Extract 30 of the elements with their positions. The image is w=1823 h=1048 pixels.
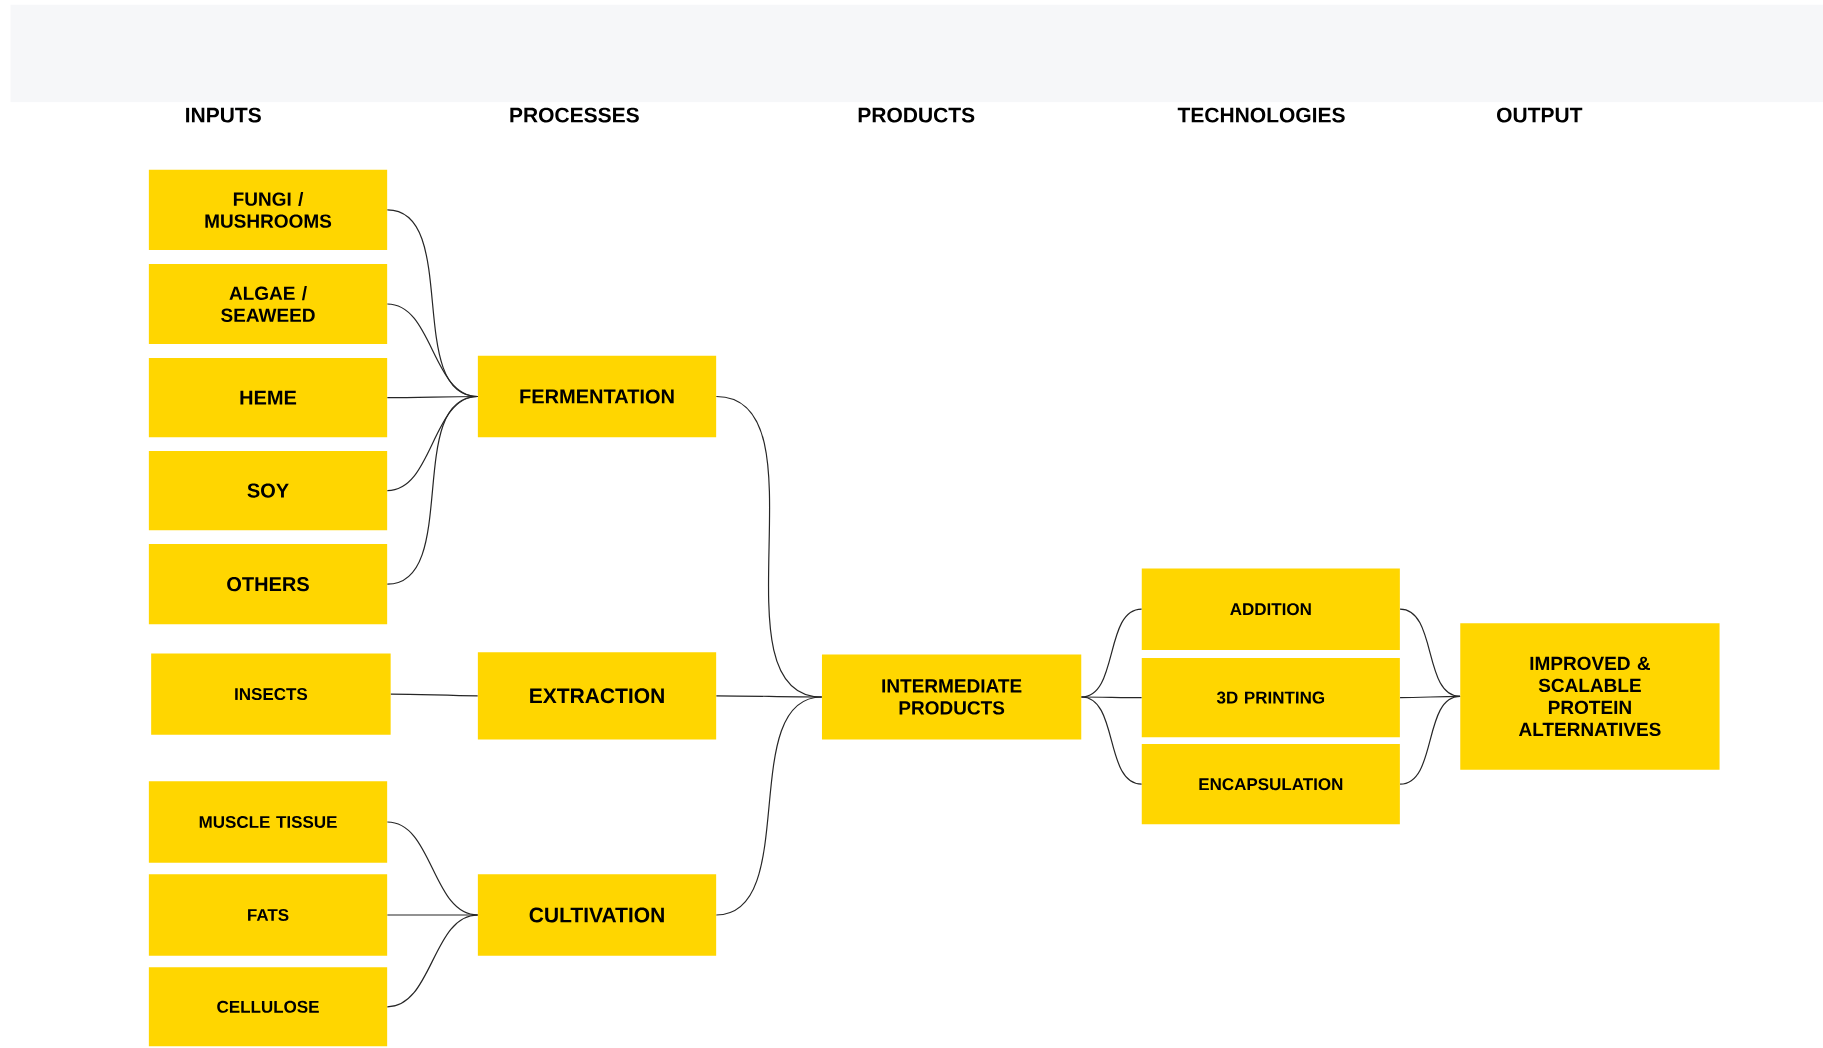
column-heading: OUTPUT [1497,107,1583,123]
connector [1080,696,1143,785]
process-box: OTHERS [148,544,388,625]
process-box: EXTRACTION [477,652,717,740]
process-box: IMPROVED & SCALABLE PROTEIN ALTERNATIVES [1460,623,1720,770]
column-heading: INPUTS [186,107,261,123]
connector [715,695,823,698]
process-box: FERMENTATION [477,355,717,438]
process-box: INTERMEDIATE PRODUCTS [821,654,1082,740]
process-box: MUSCLE TISSUE [148,781,388,863]
connector [715,696,823,916]
column-heading: PROCESSES [510,107,639,123]
column-heading: PRODUCTS [858,107,975,123]
connector [1399,608,1461,697]
connector [390,693,479,697]
connector [386,914,479,1008]
process-box: CULTIVATION [477,874,717,956]
process-box: ALGAE / SEAWEED [148,263,388,345]
process-box: ADDITION [1141,568,1400,650]
connector [1399,695,1461,785]
process-box: FATS [148,874,388,956]
process-box: CELLULOSE [148,967,388,1047]
process-box: FUNGI / MUSHROOMS [148,169,388,250]
column-heading: TECHNOLOGIES [1177,107,1345,123]
process-box: 3D PRINTING [1141,658,1400,738]
process-box: INSECTS [151,653,391,735]
process-box: SOY [148,451,388,531]
process-box: HEME [148,358,388,438]
connector [386,395,479,585]
process-box: ENCAPSULATION [1141,744,1400,825]
